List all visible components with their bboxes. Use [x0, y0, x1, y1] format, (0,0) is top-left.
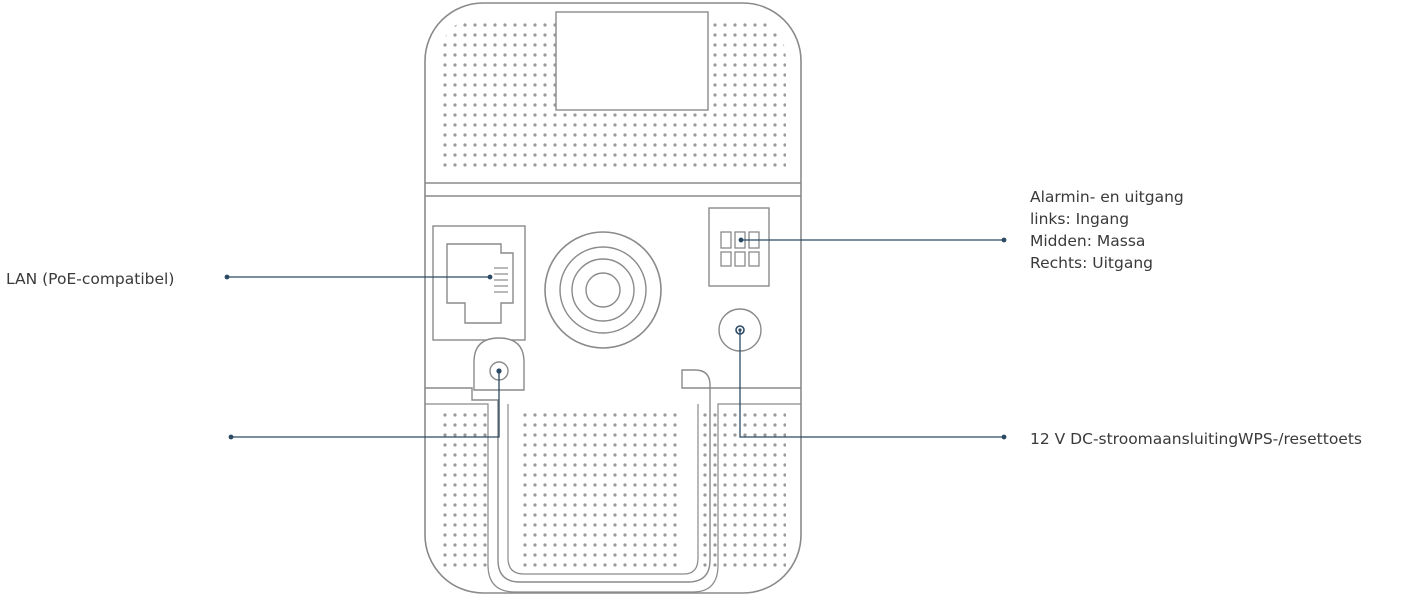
top-window — [555, 11, 709, 111]
label-alarm-line-4: Rechts: Uitgang — [1030, 254, 1153, 272]
label-alarm-line-2: links: Ingang — [1030, 210, 1130, 228]
leader-line-lan — [224, 274, 493, 280]
lan-port — [432, 225, 526, 341]
label-alarm-line-1: Alarmin- en uitgang — [1030, 188, 1184, 206]
leader-line-wps — [228, 371, 500, 440]
label-alarm: Alarmin- en uitgang links: Ingang Midden… — [1030, 186, 1184, 274]
cable-channel-inner — [425, 403, 801, 593]
lens-circle — [544, 231, 662, 349]
label-lan: LAN (PoE-compatibel) — [6, 270, 175, 288]
alarm-terminal-block — [708, 207, 770, 287]
cable-channel — [425, 369, 801, 583]
label-alarm-line-3: Midden: Massa — [1030, 232, 1146, 250]
label-power-wps: 12 V DC-stroomaansluitingWPS-/resettoets — [1030, 430, 1362, 448]
cable-channel-groove — [507, 404, 699, 575]
leader-line-dc — [739, 330, 1007, 440]
bottom-vent-grid — [440, 408, 786, 570]
leader-line-alarm — [738, 237, 1007, 243]
